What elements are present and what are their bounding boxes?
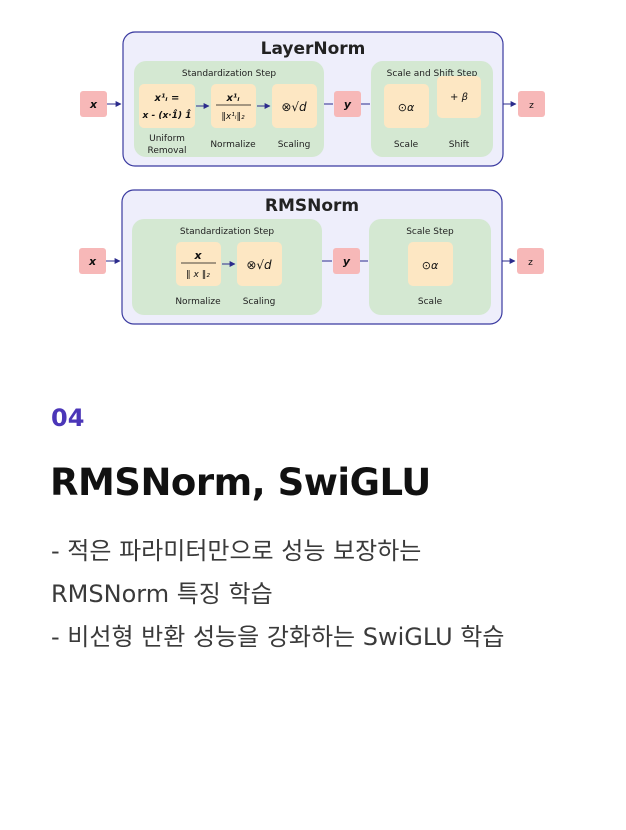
rmsnorm-normalize-label: Normalize bbox=[175, 297, 221, 307]
layernorm-standardization-title: Standardization Step bbox=[182, 69, 277, 79]
layernorm-scale-symbol: ⊙α bbox=[398, 101, 415, 114]
layernorm-block: LayerNorm Standardization Step x¹ᵢ = x -… bbox=[80, 31, 545, 167]
layernorm-shift-symbol: + β bbox=[450, 92, 469, 103]
rmsnorm-scale-title: Scale Step bbox=[406, 227, 454, 237]
description-line-1: - 적은 파라미터만으로 성능 보장하는 bbox=[51, 537, 422, 565]
rmsnorm-scaling-box bbox=[237, 242, 282, 286]
rmsnorm-input-label: x bbox=[88, 255, 97, 268]
layernorm-middle-label: y bbox=[344, 98, 352, 111]
layernorm-output-label: z bbox=[529, 101, 534, 111]
rmsnorm-output-label: z bbox=[528, 258, 533, 268]
rmsnorm-scaling-label: Scaling bbox=[243, 297, 276, 307]
section-title: RMSNorm, SwiGLU bbox=[50, 461, 431, 504]
description-line-3: - 비선형 반환 성능을 강화하는 SwiGLU 학습 bbox=[51, 623, 505, 651]
rmsnorm-scale-box bbox=[408, 242, 453, 286]
layernorm-scale-shift-title: Scale and Shift Step bbox=[387, 69, 478, 79]
rmsnorm-title: RMSNorm bbox=[265, 196, 359, 216]
layernorm-shift-label: Shift bbox=[449, 140, 470, 150]
rmsnorm-scaling-symbol: ⊗√d bbox=[246, 258, 272, 272]
uniform-removal-formula-line1: x¹ᵢ = bbox=[154, 93, 180, 104]
rmsnorm-standardization-title: Standardization Step bbox=[180, 227, 275, 237]
layernorm-scale-label: Scale bbox=[394, 140, 419, 150]
layernorm-input-node bbox=[80, 91, 107, 117]
layernorm-scale-box bbox=[384, 84, 429, 128]
rmsnorm-scale-label: Scale bbox=[418, 297, 443, 307]
rmsnorm-scale-symbol: ⊙α bbox=[422, 259, 439, 272]
layernorm-output-node bbox=[518, 91, 545, 117]
rmsnorm-block: RMSNorm Standardization Step x ‖ x ‖₂ No… bbox=[79, 189, 544, 325]
layernorm-scaling-symbol: ⊗√d bbox=[281, 100, 307, 114]
uniform-removal-formula-line2: x - (x·1̂) 1̂ bbox=[142, 108, 192, 121]
rmsnorm-output-node bbox=[517, 248, 544, 274]
layernorm-shift-box bbox=[437, 76, 481, 118]
normalization-diagram: LayerNorm Standardization Step x¹ᵢ = x -… bbox=[79, 31, 545, 325]
layernorm-title: LayerNorm bbox=[261, 39, 366, 59]
description-line-2: RMSNorm 특징 학습 bbox=[51, 580, 273, 608]
layernorm-normalize-label: Normalize bbox=[210, 140, 256, 150]
uniform-removal-label-1: Uniform bbox=[149, 134, 185, 144]
section-description: - 적은 파라미터만으로 성능 보장하는 RMSNorm 특징 학습 - 비선형… bbox=[51, 530, 611, 659]
layernorm-middle-node bbox=[334, 91, 361, 117]
uniform-removal-box bbox=[139, 84, 195, 128]
section-number: 04 bbox=[51, 404, 85, 432]
layernorm-normalize-box bbox=[211, 84, 256, 128]
layernorm-normalize-numerator: x¹ᵢ bbox=[225, 93, 240, 104]
layernorm-normalize-denominator: ‖x¹ᵢ‖₂ bbox=[221, 112, 245, 122]
uniform-removal-label-2: Removal bbox=[147, 146, 186, 156]
rmsnorm-middle-node bbox=[333, 248, 360, 274]
rmsnorm-normalize-box bbox=[176, 242, 221, 286]
layernorm-input-label: x bbox=[89, 98, 98, 111]
layernorm-scaling-box bbox=[272, 84, 317, 128]
rmsnorm-middle-label: y bbox=[343, 255, 351, 268]
rmsnorm-normalize-numerator: x bbox=[193, 249, 202, 262]
rmsnorm-normalize-denominator: ‖ x ‖₂ bbox=[186, 270, 210, 280]
layernorm-scaling-label: Scaling bbox=[278, 140, 311, 150]
rmsnorm-input-node bbox=[79, 248, 106, 274]
